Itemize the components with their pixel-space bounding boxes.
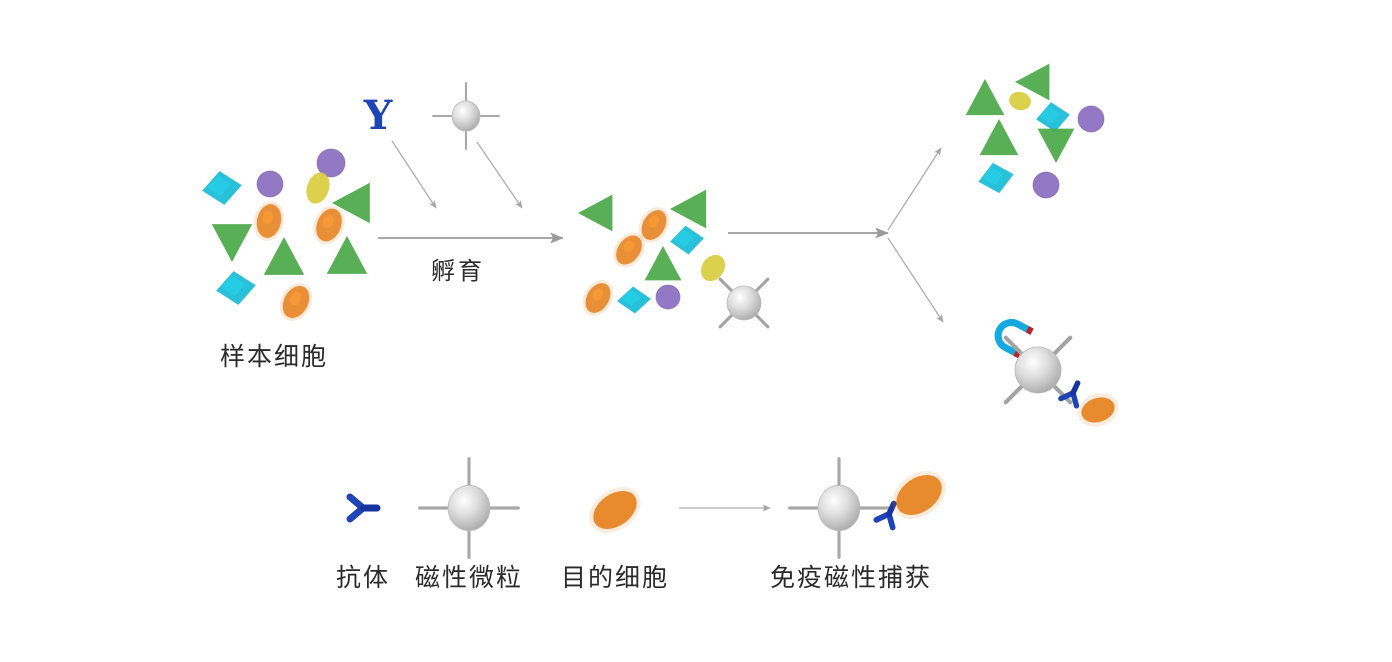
sample-cell-cluster — [202, 148, 370, 322]
cell-shape-diamond-cyan — [202, 171, 242, 205]
cell-shape-circle-purple — [655, 284, 681, 310]
cell-shape-triangle-green — [211, 224, 253, 262]
legend-label-magnetic-particle: 磁性微粒 — [414, 563, 524, 592]
legend-label-target-cell: 目的细胞 — [560, 563, 670, 592]
cell-shape-ellipse-yellow — [1009, 91, 1031, 111]
cell-shape-triangle-green — [326, 236, 368, 274]
magnetic-particle-icon — [432, 82, 500, 150]
horseshoe-magnet-icon — [994, 318, 1034, 359]
cell-shape-triangle-green — [332, 182, 370, 224]
legend-magnetic-particle-icon — [418, 457, 520, 559]
incubation-step-label: 孵育 — [431, 257, 485, 285]
magnetic-particle-icon — [1003, 335, 1073, 405]
reagent-icon-layer: Y — [363, 82, 500, 150]
arrow-branch-capture — [887, 237, 944, 323]
legend-label-antibody: 抗体 — [335, 563, 391, 592]
magnetic-particle-icon — [718, 277, 770, 329]
cell-shape-ellipse-yellow — [700, 254, 726, 282]
cell-shape-circle-purple — [1032, 171, 1060, 199]
cell-shape-triangle-green — [578, 194, 613, 232]
cell-shape-diamond-cyan — [1036, 102, 1070, 132]
legend-complex-particle-icon — [788, 457, 890, 559]
cell-shape-cell-orange — [253, 201, 285, 241]
cell-shape-triangle-green — [263, 237, 305, 275]
legend-complex-cell-icon — [892, 471, 946, 519]
cell-shape-triangle-green — [965, 79, 1005, 116]
waste-cell-cluster — [965, 63, 1105, 199]
arrow-layer — [378, 140, 944, 512]
arrow-particle-added — [476, 141, 523, 209]
incubated-cell-cluster — [578, 189, 770, 329]
arrow-antibody-added — [391, 140, 437, 209]
legend-captured-complex-icon — [788, 457, 946, 559]
legend-label-immunomagnetic-capture: 免疫磁性捕获 — [769, 563, 933, 592]
cell-shape-triangle-green — [979, 119, 1019, 156]
arrow-branch-waste — [887, 147, 942, 231]
antibody-y-icon: Y — [363, 92, 393, 139]
cell-shape-cell-orange — [638, 207, 670, 243]
cell-shape-cell-orange — [313, 205, 345, 245]
cell-shape-cell-orange — [613, 232, 645, 268]
target-cell-icon — [1077, 393, 1119, 427]
cell-shape-diamond-cyan — [978, 162, 1014, 194]
cell-shape-triangle-green — [644, 246, 682, 281]
cell-shape-circle-purple — [316, 148, 346, 178]
legend-icon-layer — [346, 457, 946, 559]
cell-shape-cell-orange — [582, 280, 614, 316]
svg-text:Y: Y — [363, 92, 393, 139]
cell-shape-ellipse-yellow — [306, 172, 330, 204]
legend-target-cell-icon — [589, 487, 641, 533]
legend-antibody-y-icon — [346, 493, 381, 523]
cell-shape-diamond-cyan — [670, 225, 704, 255]
sample-cells-label: 样本细胞 — [220, 342, 329, 371]
cell-shape-circle-purple — [1077, 105, 1105, 133]
cell-shape-triangle-green — [1037, 128, 1075, 163]
cell-shape-diamond-cyan — [216, 271, 256, 305]
cell-shape-diamond-cyan — [617, 286, 651, 314]
cell-shape-circle-purple — [256, 170, 284, 198]
cell-shape-triangle-green — [670, 189, 707, 229]
capture-result-group — [994, 318, 1119, 427]
legend-complex-antibody-icon — [873, 500, 897, 531]
cell-shape-triangle-green — [1015, 63, 1050, 101]
cell-shape-cell-orange — [279, 282, 313, 322]
antibody-y-icon — [1058, 380, 1081, 409]
